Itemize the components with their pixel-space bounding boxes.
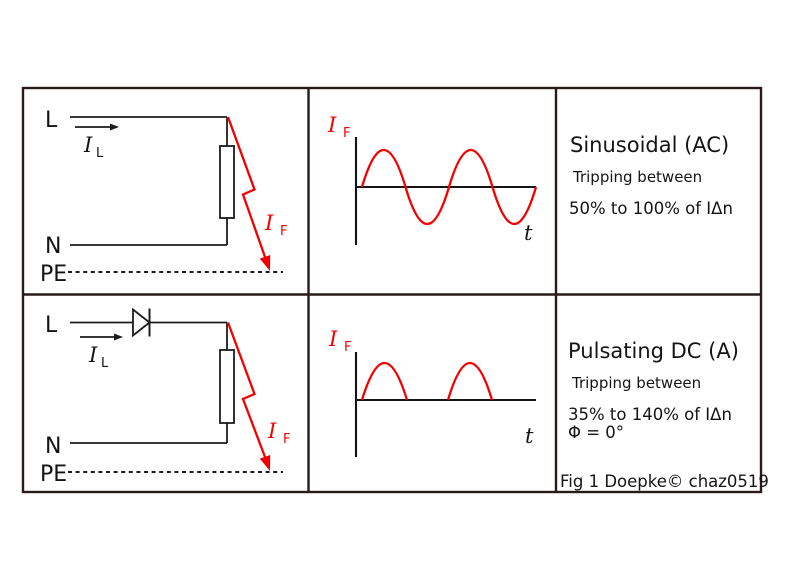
outer-border <box>21 86 763 494</box>
load-current-subscript: L <box>101 356 109 371</box>
load-current-symbol: I <box>83 133 93 157</box>
live-conductor-label: L <box>45 108 58 133</box>
fault-current-arrowhead <box>259 455 271 471</box>
waveform-sinusoidal: I F t <box>327 113 538 245</box>
y-axis-symbol: I <box>327 113 337 137</box>
resistor <box>219 145 235 219</box>
fault-current-arrowhead <box>259 255 271 271</box>
y-axis-subscript: F <box>343 126 350 141</box>
circuit-sinusoidal: L I L N PE I F <box>40 108 287 287</box>
panel-sinusoidal: Sinusoidal (AC) Tripping between 50% to … <box>569 133 733 218</box>
fault-current-subscript: F <box>283 432 290 447</box>
tripping-range: 50% to 100% of IΔn <box>569 199 733 218</box>
tripping-text: Tripping between <box>572 168 702 186</box>
sine-wave <box>360 149 538 225</box>
fault-current-symbol: I <box>264 211 274 235</box>
half-sine-pulses <box>360 362 494 401</box>
panel-pulsating-dc: Pulsating DC (A) Tripping between 35% to… <box>560 339 769 491</box>
fault-current-arrow <box>226 116 267 258</box>
y-axis-symbol: I <box>328 327 338 351</box>
waveform-pulsating-dc: I F t <box>328 327 536 457</box>
phase-angle: Φ = 0° <box>568 423 624 442</box>
fault-current-subscript: F <box>280 224 287 239</box>
panel-title: Pulsating DC (A) <box>568 339 739 363</box>
earth-conductor-label: PE <box>40 462 67 487</box>
neutral-conductor-label: N <box>45 234 61 259</box>
load-current-arrowhead <box>114 333 123 341</box>
tripping-text: Tripping between <box>571 374 701 392</box>
load-current-subscript: L <box>96 146 104 161</box>
neutral-conductor-label: N <box>45 434 61 459</box>
panel-title: Sinusoidal (AC) <box>570 133 729 157</box>
figure-credit: Fig 1 Doepke© chaz0519 <box>560 472 769 491</box>
fault-current-symbol: I <box>267 419 277 443</box>
circuit-pulsating-dc: L I L N PE I F <box>40 307 290 487</box>
live-conductor-label: L <box>45 313 58 338</box>
resistor <box>219 349 235 424</box>
fault-current-arrow <box>226 322 267 458</box>
diode-triangle <box>132 307 151 338</box>
tripping-range: 35% to 140% of IΔn <box>568 405 732 424</box>
load-current-symbol: I <box>88 343 98 367</box>
time-axis-label: t <box>524 221 533 245</box>
time-axis-label: t <box>525 424 534 448</box>
y-axis-subscript: F <box>344 340 351 355</box>
load-current-arrowhead <box>110 123 119 131</box>
earth-conductor-label: PE <box>40 262 67 287</box>
figure-grid <box>21 86 763 494</box>
